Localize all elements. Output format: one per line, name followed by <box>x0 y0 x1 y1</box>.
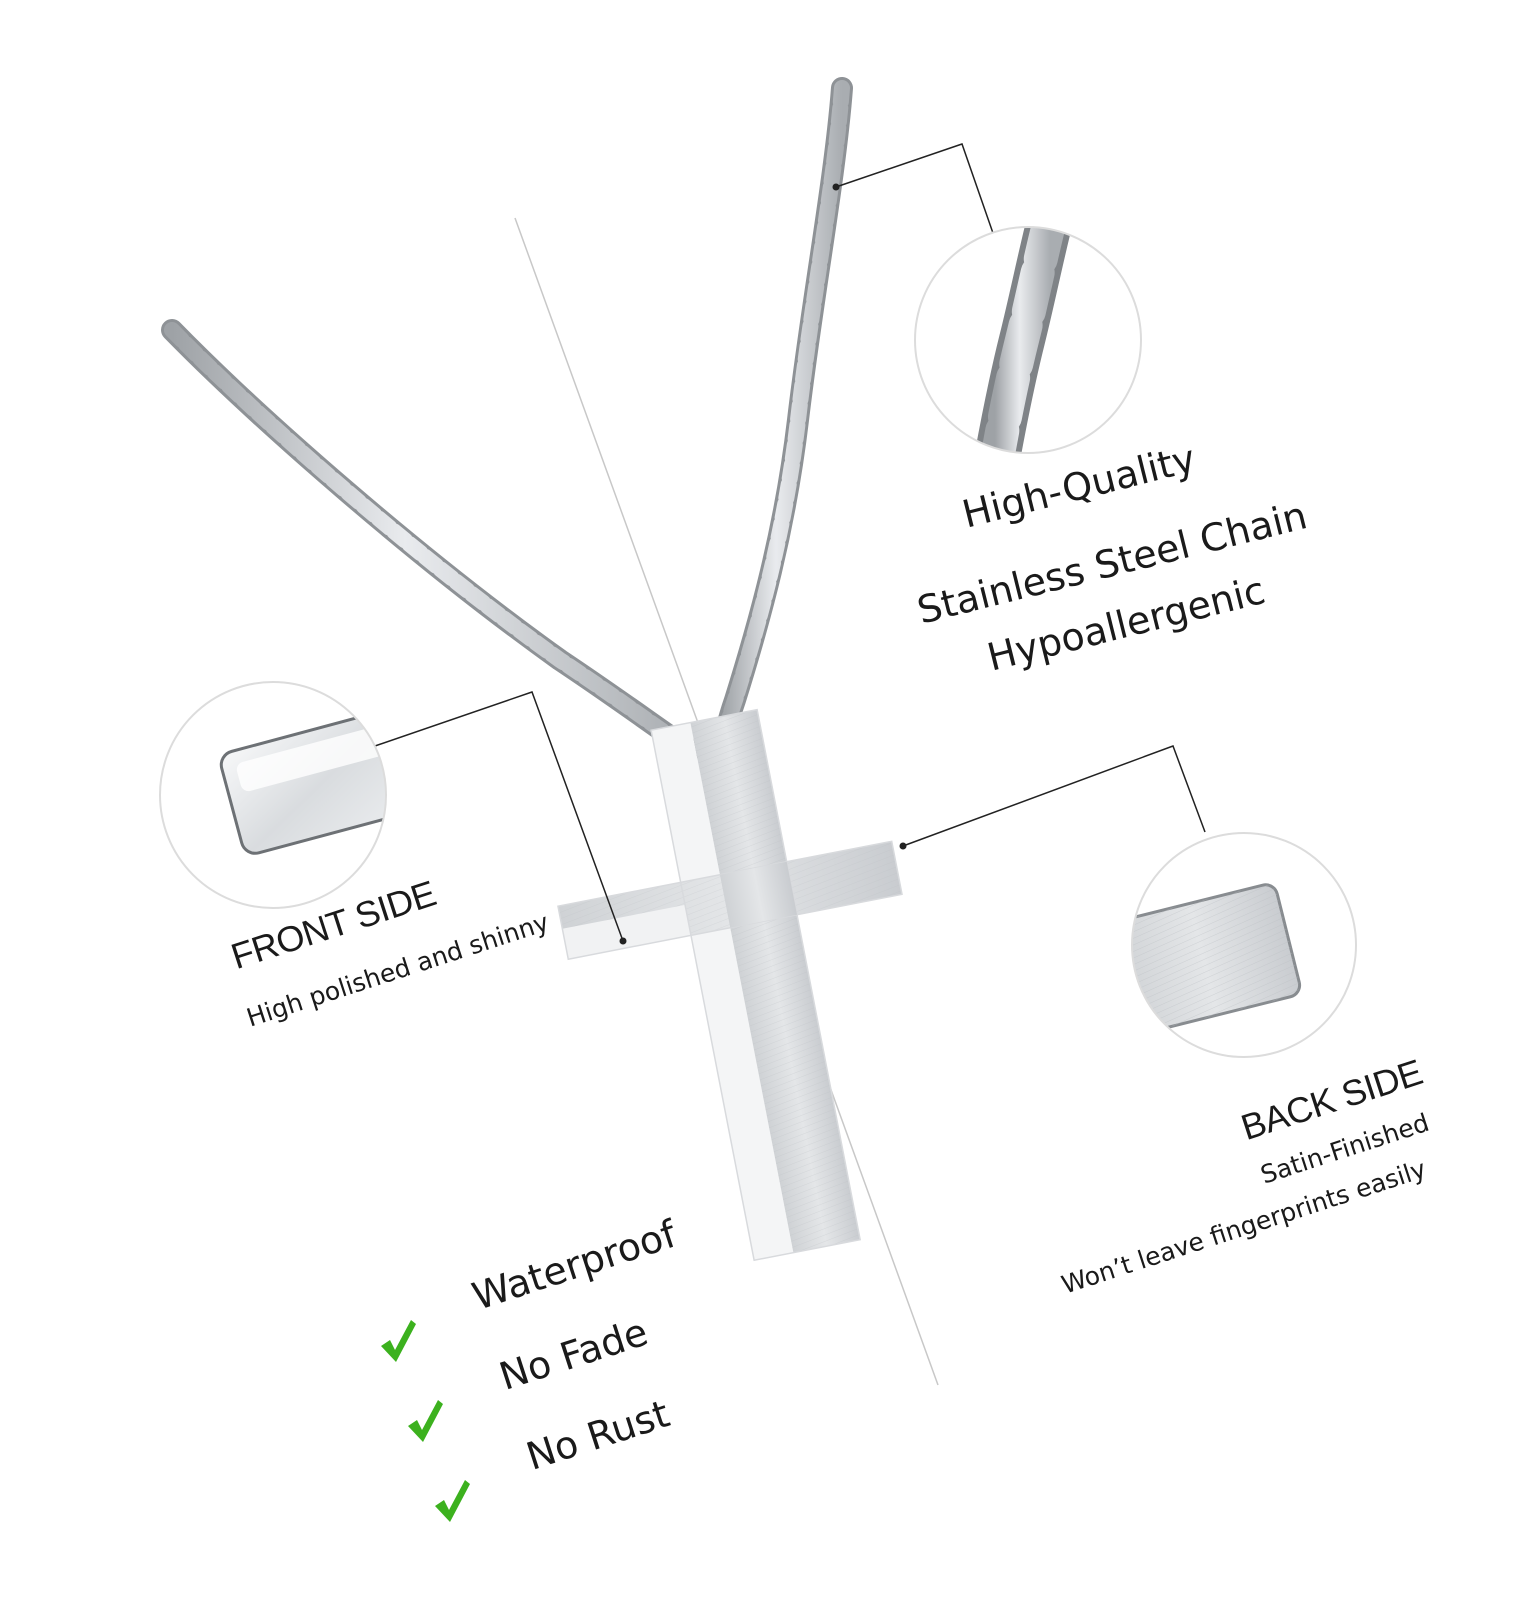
back-leader-dot <box>899 842 907 850</box>
right-chain <box>711 77 853 756</box>
check-icon <box>435 1480 470 1522</box>
check-icon <box>408 1400 443 1442</box>
chain-zoom-circle <box>914 226 1142 454</box>
front-leader-line <box>371 691 624 942</box>
left-chain <box>161 319 701 761</box>
front-leader-dot <box>619 937 627 945</box>
chain-leader-dot <box>832 183 840 191</box>
check-icon <box>381 1320 416 1362</box>
front-zoom-circle <box>159 681 387 909</box>
back-zoom-circle <box>1131 832 1357 1058</box>
cross-pendant <box>557 708 903 1262</box>
back-leader-line <box>902 745 1206 847</box>
chain-leader-line <box>835 143 995 237</box>
